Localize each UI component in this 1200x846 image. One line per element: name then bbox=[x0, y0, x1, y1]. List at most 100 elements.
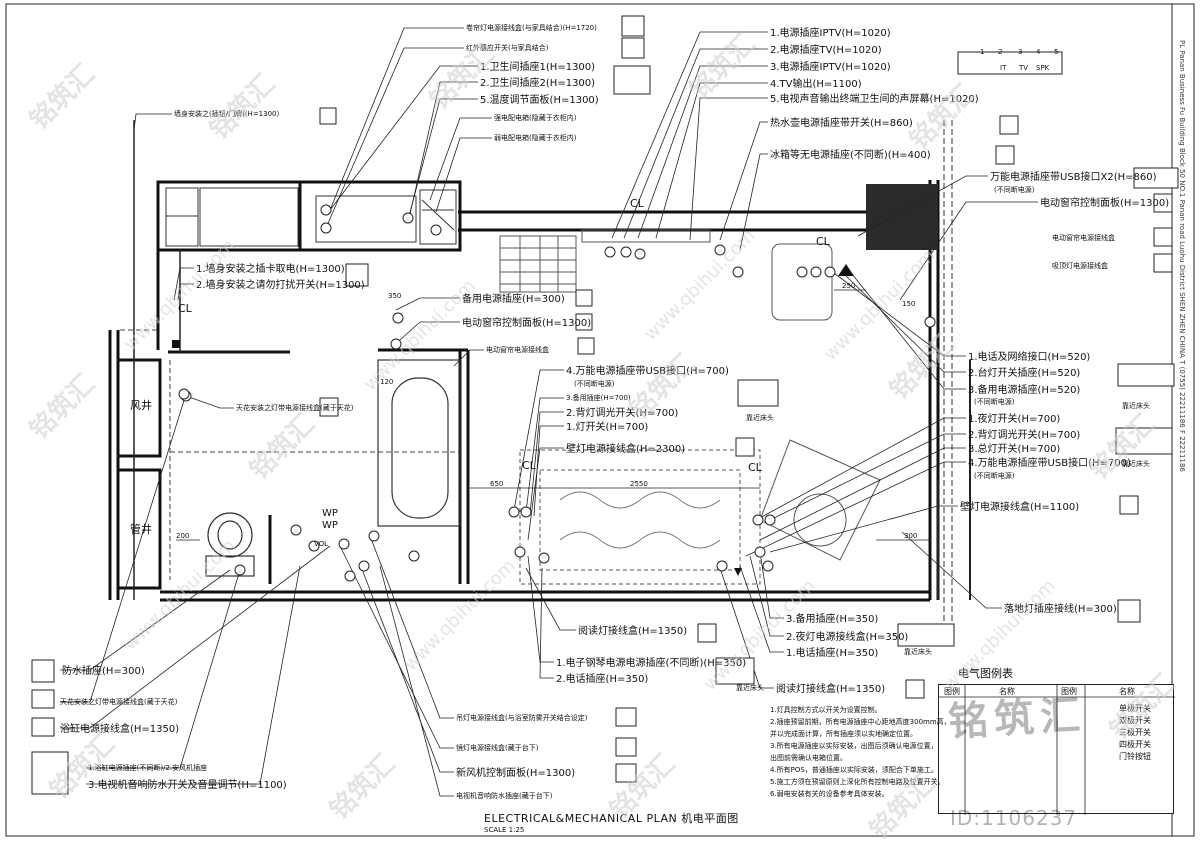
callout-label: 电动窗帘控制面板(H=1300) bbox=[1040, 198, 1170, 209]
callout-label: 电动窗帘电源接线盒 bbox=[1052, 234, 1115, 242]
leader-line bbox=[829, 269, 966, 357]
device-box bbox=[1153, 253, 1173, 273]
callout-label: 防水插座(H=300) bbox=[62, 666, 145, 677]
legend-header: 图例 bbox=[944, 687, 960, 696]
dimension-text: 300 bbox=[904, 532, 918, 540]
callout-label: 3.总灯开关(H=700) bbox=[968, 444, 1061, 455]
leader-line bbox=[899, 201, 1038, 301]
walls bbox=[108, 180, 940, 602]
dimension-text: 200 bbox=[176, 532, 190, 540]
callout-label: 2.背灯调光开关(H=700) bbox=[566, 408, 679, 419]
structural-column bbox=[866, 184, 938, 250]
dimension-text: 650 bbox=[490, 480, 504, 488]
leader-line bbox=[60, 393, 187, 703]
device-box bbox=[621, 37, 645, 59]
leader-line bbox=[177, 283, 194, 301]
leader-line bbox=[637, 65, 768, 239]
leader-line bbox=[527, 447, 564, 541]
device-box bbox=[1153, 227, 1173, 247]
device-box bbox=[345, 263, 369, 287]
callout-label: (不同断电源) bbox=[974, 472, 1015, 480]
outlet-symbol bbox=[508, 506, 520, 518]
vertical-address: PL Panan Business Fu Building Block 50 N… bbox=[1178, 40, 1186, 472]
room-label-wind-shaft: 风井 bbox=[130, 399, 152, 412]
device-box bbox=[621, 15, 645, 37]
callout-label: 3.备用电源插座(H=520) bbox=[968, 385, 1081, 396]
device-mark: WP bbox=[322, 508, 338, 519]
leader-line bbox=[745, 461, 966, 557]
outlet-symbol bbox=[620, 246, 632, 258]
callout-label: 吊灯电源接线盒(与浴室防雾开关结合设定) bbox=[456, 714, 588, 722]
callout-label: 阅读灯接线盒(H=1350) bbox=[776, 684, 886, 695]
bathtub bbox=[377, 359, 461, 527]
outlet-symbol bbox=[714, 244, 726, 256]
ceiling-mark: CL bbox=[748, 461, 762, 474]
panel-number: 2 bbox=[998, 48, 1003, 56]
legend-row: 门铃按钮 bbox=[1119, 752, 1151, 761]
leader-line bbox=[623, 48, 768, 239]
device-box bbox=[1117, 599, 1141, 623]
callout-label: 备用电源插座(H=300) bbox=[462, 294, 565, 305]
outlet-symbol bbox=[752, 514, 764, 526]
leader-line bbox=[841, 271, 966, 373]
outlet-symbol bbox=[604, 246, 616, 258]
leader-line bbox=[329, 27, 464, 211]
callout-label: (不同断电源) bbox=[994, 186, 1035, 194]
outlet-symbol bbox=[390, 338, 402, 350]
callout-label: 电动窗帘电源接线盒 bbox=[486, 346, 549, 354]
ceiling-mark: CL bbox=[178, 302, 192, 315]
leader-line bbox=[611, 31, 768, 239]
device-box bbox=[577, 337, 595, 355]
watermark-stamp: 铭筑汇 bbox=[947, 692, 1088, 746]
outlet-symbol bbox=[368, 530, 380, 542]
device-box bbox=[1119, 495, 1139, 515]
outlet-symbol bbox=[538, 552, 550, 564]
leader-line bbox=[759, 551, 784, 619]
device-box bbox=[957, 51, 1063, 75]
callout-label: 弱电配电箱(隐藏于衣柜内) bbox=[494, 134, 577, 142]
leader-line bbox=[851, 273, 966, 390]
outlet-symbol bbox=[924, 316, 936, 328]
device-box bbox=[737, 379, 779, 407]
panel-number: 4 bbox=[1036, 48, 1041, 56]
leader-line bbox=[765, 433, 966, 523]
legend-row: 四极开关 bbox=[1119, 740, 1151, 749]
callout-label: 1.夜灯开关(H=700) bbox=[968, 414, 1061, 425]
marker-square bbox=[172, 340, 180, 348]
legend-table: 图例 名称 图例 名称 单极开关 双极开关 三极开关 四极开关 门铃按钮 bbox=[938, 684, 1175, 815]
callout-label: 1.电话及网络接口(H=520) bbox=[968, 352, 1091, 363]
callout-label: 2.背灯调光开关(H=700) bbox=[968, 430, 1081, 441]
panel-number: 1 bbox=[980, 48, 985, 56]
callout-label: (不同断电源) bbox=[974, 398, 1015, 406]
outlet-symbol bbox=[810, 266, 822, 278]
outlet-symbol bbox=[320, 204, 332, 216]
device-box bbox=[1153, 193, 1173, 213]
outlet-symbol bbox=[732, 266, 744, 278]
device-box bbox=[31, 689, 55, 709]
leader-line bbox=[399, 321, 460, 341]
leader-line bbox=[901, 531, 1002, 609]
leader-line bbox=[379, 565, 454, 797]
leader-line bbox=[525, 567, 576, 631]
callout-label: 壁灯电源接线盒(H=1100) bbox=[960, 502, 1080, 513]
outlet-symbol bbox=[290, 524, 302, 536]
leader-line bbox=[429, 117, 492, 201]
callout-label: 2.电源插座TV(H=1020) bbox=[770, 45, 882, 56]
device-box bbox=[1133, 167, 1179, 189]
callout-label: 墙身安装之(插钮/门牌)(H=1300) bbox=[174, 110, 280, 118]
note-line: 5.施工方须在预留原则上深化所有控制电路及位置开关。 bbox=[770, 778, 945, 786]
outlet-symbol bbox=[358, 560, 370, 572]
callout-label: 2.墙身安装之请勿打扰开关(H=1300) bbox=[196, 280, 365, 291]
leader-line bbox=[339, 545, 454, 749]
leader-line bbox=[407, 98, 478, 221]
device-box bbox=[697, 623, 717, 643]
legend-row: 单极开关 bbox=[1119, 704, 1151, 713]
watermark-stamp-id: ID:1106237 bbox=[950, 806, 1078, 830]
callout-label: 1.浴缸电源插座(不同断)/2.安风机插座 bbox=[88, 764, 208, 772]
outlet-symbol bbox=[796, 266, 808, 278]
callout-label: 2.台灯开关插座(H=520) bbox=[968, 368, 1081, 379]
leader-line bbox=[133, 113, 172, 131]
panel-code: TV bbox=[1019, 64, 1029, 72]
legend-header: 名称 bbox=[1119, 687, 1135, 696]
